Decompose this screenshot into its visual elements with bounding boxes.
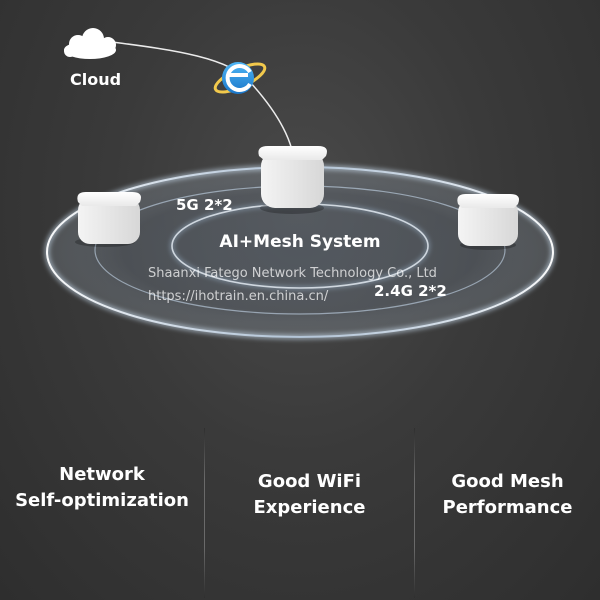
band-5g-label: 5G 2*2	[176, 196, 233, 214]
mesh-disc	[47, 167, 553, 337]
system-title: AI+Mesh System	[219, 232, 381, 252]
feature-good-wifi-experience: Good WiFi Experience	[205, 469, 414, 521]
feature-line: Performance	[442, 497, 573, 518]
feature-line: Network	[59, 464, 145, 485]
watermark-company: Shaanxi Fatego Network Technology Co., L…	[148, 266, 437, 281]
watermark-url: https://ihotrain.en.china.cn/	[148, 289, 329, 304]
feature-line: Experience	[253, 497, 366, 518]
cloud-connection-line	[111, 41, 293, 151]
internet-explorer-icon	[213, 62, 267, 94]
mesh-node-left	[75, 192, 141, 247]
mesh-node-center	[258, 146, 327, 214]
band-24g-label: 2.4G 2*2	[374, 282, 447, 300]
feature-network-self-optimization: Network Self-optimization	[0, 462, 204, 514]
divider-2	[414, 428, 415, 598]
feature-line: Self-optimization	[15, 490, 189, 511]
divider-1	[204, 428, 205, 598]
cloud-label: Cloud	[70, 70, 122, 89]
cloud-icon	[64, 28, 116, 59]
feature-line: Good WiFi	[257, 471, 362, 492]
mesh-node-right	[457, 194, 519, 250]
feature-good-mesh-performance: Good Mesh Performance	[415, 469, 600, 521]
feature-line: Good Mesh	[451, 471, 564, 492]
